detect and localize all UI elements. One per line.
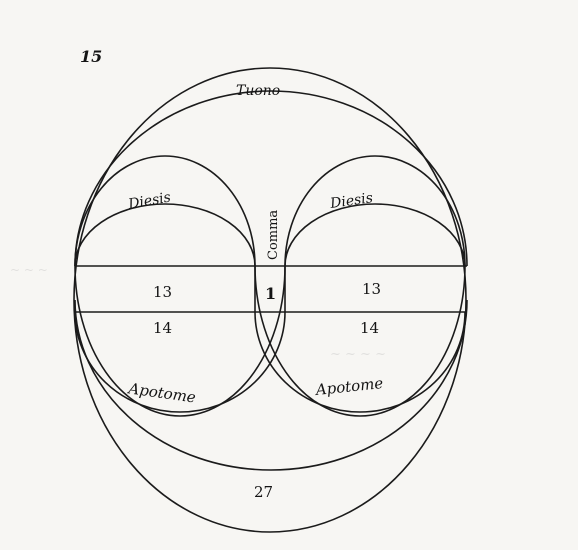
bleed-through-mark: ~ ~ ~ ~: [330, 347, 386, 362]
value-13-left: 13: [153, 283, 172, 301]
label-tuono: Tuono: [236, 83, 280, 99]
label-apotome-right: Apotome: [313, 374, 384, 399]
tuono-arc-inner: [74, 90, 468, 267]
diesis-left-inner-arc: [74, 203, 256, 267]
diesis-right-inner-arc: [284, 203, 466, 267]
value-13-right: 13: [362, 280, 381, 298]
apotome-left-outer-arc: [74, 265, 286, 417]
value-14-left: 14: [153, 319, 172, 337]
apotome-right-outer-arc: [254, 265, 466, 417]
label-diesis-right: Diesis: [328, 190, 374, 212]
value-comma: 1: [265, 284, 276, 303]
bleed-through-mark: ~ ~ ~: [10, 263, 48, 277]
label-comma: Comma: [266, 210, 281, 260]
page-number: 15: [80, 47, 102, 66]
value-14-right: 14: [360, 319, 379, 337]
apotome-right-inner-arc: [254, 311, 466, 413]
diesis-left-outer-arc: [74, 155, 256, 267]
value-27: 27: [254, 483, 273, 501]
outer-circle-27: [73, 67, 467, 533]
diesis-right-outer-arc: [284, 155, 466, 267]
arc-27-inner: [74, 299, 468, 471]
label-diesis-left: Diesis: [126, 189, 172, 212]
